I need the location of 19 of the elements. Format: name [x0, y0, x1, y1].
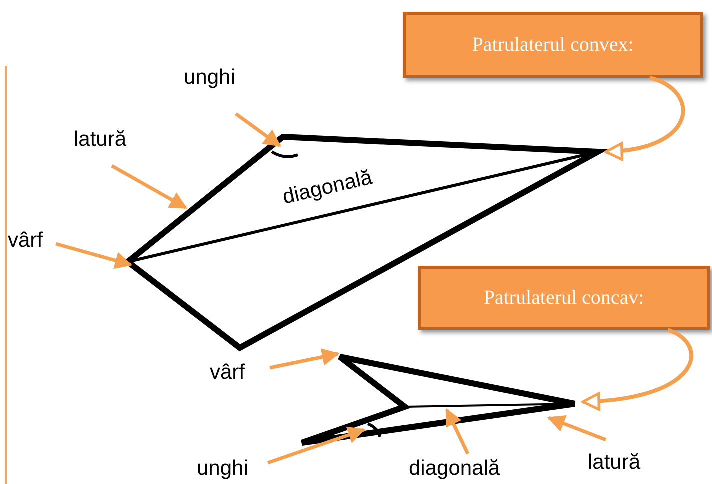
leader-arrow [445, 408, 470, 455]
leader-arrow [56, 242, 133, 270]
curved-arrow [582, 328, 694, 410]
part-label: latură [588, 451, 641, 474]
leader-arrow [270, 348, 340, 370]
leader-arrow [234, 112, 282, 148]
part-label: vârf [210, 361, 246, 384]
part-label: latură [74, 128, 127, 152]
title-box: Patrulaterul concav: [418, 266, 710, 330]
leader-arrow [111, 164, 188, 210]
leader-arrow [547, 416, 607, 442]
leader-arrow [267, 426, 366, 465]
part-label: diagonală [409, 457, 500, 480]
part-label: unghi [197, 457, 248, 480]
title-box: Patrulaterul convex: [403, 12, 703, 78]
curved-arrow [604, 76, 686, 160]
diagonal-label: diagonală [280, 166, 375, 210]
part-label: vârf [8, 229, 44, 252]
part-label: unghi [184, 66, 236, 90]
